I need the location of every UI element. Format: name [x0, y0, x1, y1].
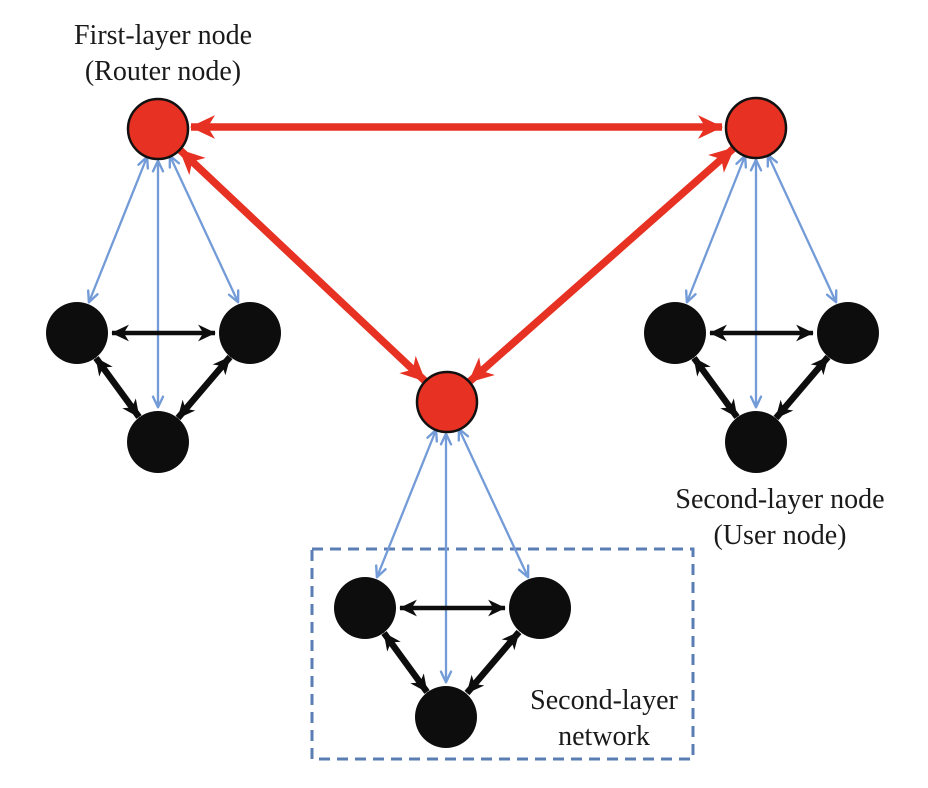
- first-layer-node-label-line2: (Router node): [85, 56, 241, 87]
- user-node: [509, 577, 571, 639]
- user-link: [464, 629, 522, 696]
- interlayer-link: [86, 155, 150, 304]
- user-link: [175, 354, 233, 421]
- user-node: [219, 302, 281, 364]
- user-node: [127, 411, 189, 473]
- interlayer-link: [168, 154, 240, 304]
- user-link: [691, 356, 740, 419]
- second-layer-links-right-cluster: [691, 324, 831, 421]
- user-nodes: [46, 302, 879, 748]
- user-node: [644, 302, 706, 364]
- interlayer-links-right-cluster: [684, 153, 838, 409]
- interlayer-links-left-cluster: [86, 154, 240, 409]
- router-link-left-center: [177, 147, 428, 384]
- interlayer-link: [374, 428, 439, 579]
- user-node: [725, 411, 787, 473]
- second-layer-node-label-line2: (User node): [714, 520, 847, 551]
- second-layer-network-label-line2: network: [558, 721, 650, 752]
- router-nodes: [126, 96, 788, 434]
- user-node: [817, 302, 879, 364]
- user-node: [46, 302, 108, 364]
- labels: First-layer node (Router node) Second-la…: [74, 20, 885, 752]
- second-layer-node-label-line1: Second-layer node: [675, 484, 884, 515]
- first-layer-node-label-line1: First-layer node: [74, 20, 252, 51]
- user-node: [415, 686, 477, 748]
- router-node: [415, 370, 479, 434]
- user-node: [334, 577, 396, 639]
- second-layer-links-left-cluster: [93, 324, 233, 421]
- interlayer-links-bottom-cluster: [374, 427, 530, 684]
- router-node: [724, 96, 788, 160]
- second-layer-network-label-line1: Second-layer: [530, 685, 678, 716]
- user-link: [381, 631, 430, 694]
- interlayer-link: [766, 153, 838, 304]
- user-link: [93, 356, 142, 419]
- second-layer-links-bottom-cluster: [381, 599, 522, 696]
- interlayer-link: [684, 154, 748, 304]
- user-link: [773, 354, 831, 421]
- interlayer-link: [457, 427, 530, 579]
- router-node: [126, 97, 190, 161]
